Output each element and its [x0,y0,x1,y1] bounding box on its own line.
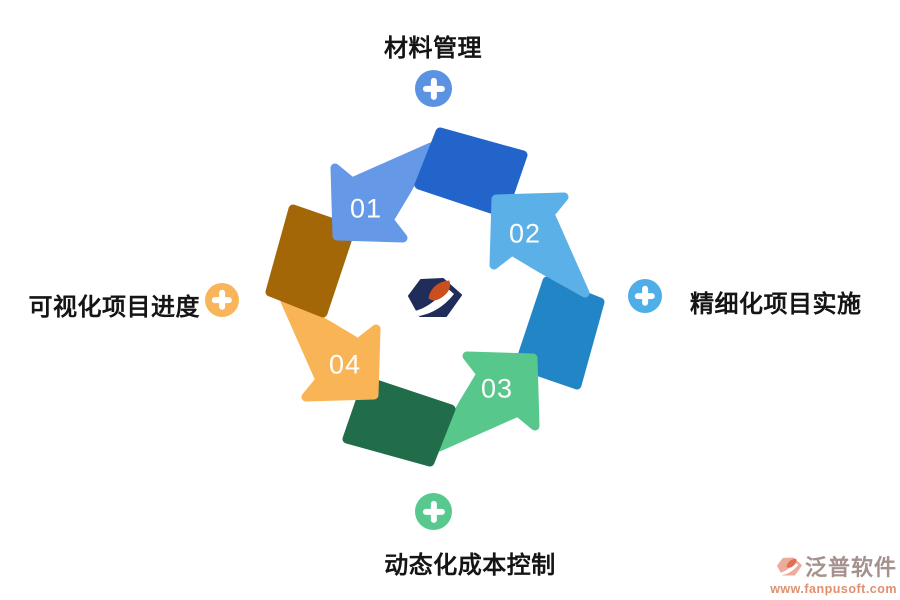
cycle-arrow-03-fold [342,376,456,467]
watermark: 泛普软件 www.fanpusoft.com [770,550,897,596]
cycle-arrow-01 [330,142,436,243]
fanpu-watermark-icon [776,556,802,576]
cycle-arrow-01-fold [414,127,528,218]
watermark-sail [786,558,797,568]
plus-button-left[interactable] [205,283,239,317]
logo-sail [428,280,451,301]
cycle-arrow-03 [434,351,540,452]
cycle-arrow-04-fold [265,204,356,318]
callout-label-bottom: 动态化成本控制 [384,552,556,579]
cycle-arrow-04 [280,296,381,402]
callout-label-right: 精细化项目实施 [690,291,862,318]
callout-label-left: 可视化项目进度 [28,294,200,321]
plus-button-right[interactable] [628,279,662,313]
fanpu-hexagon-logo [408,278,462,317]
callout-label-top: 材料管理 [384,35,482,62]
watermark-brand: 泛普软件 [804,555,897,580]
step-number-03: 03 [480,373,514,404]
cycle-arrow-02 [489,192,590,298]
step-number-01: 01 [349,193,383,224]
watermark-url: www.fanpusoft.com [770,582,897,596]
plus-button-top[interactable] [415,70,452,107]
cycle-diagram [265,127,605,467]
plus-button-bottom[interactable] [415,493,452,530]
step-number-02: 02 [508,218,542,249]
cycle-arrow-02-fold [514,276,605,390]
step-number-04: 04 [328,349,362,380]
